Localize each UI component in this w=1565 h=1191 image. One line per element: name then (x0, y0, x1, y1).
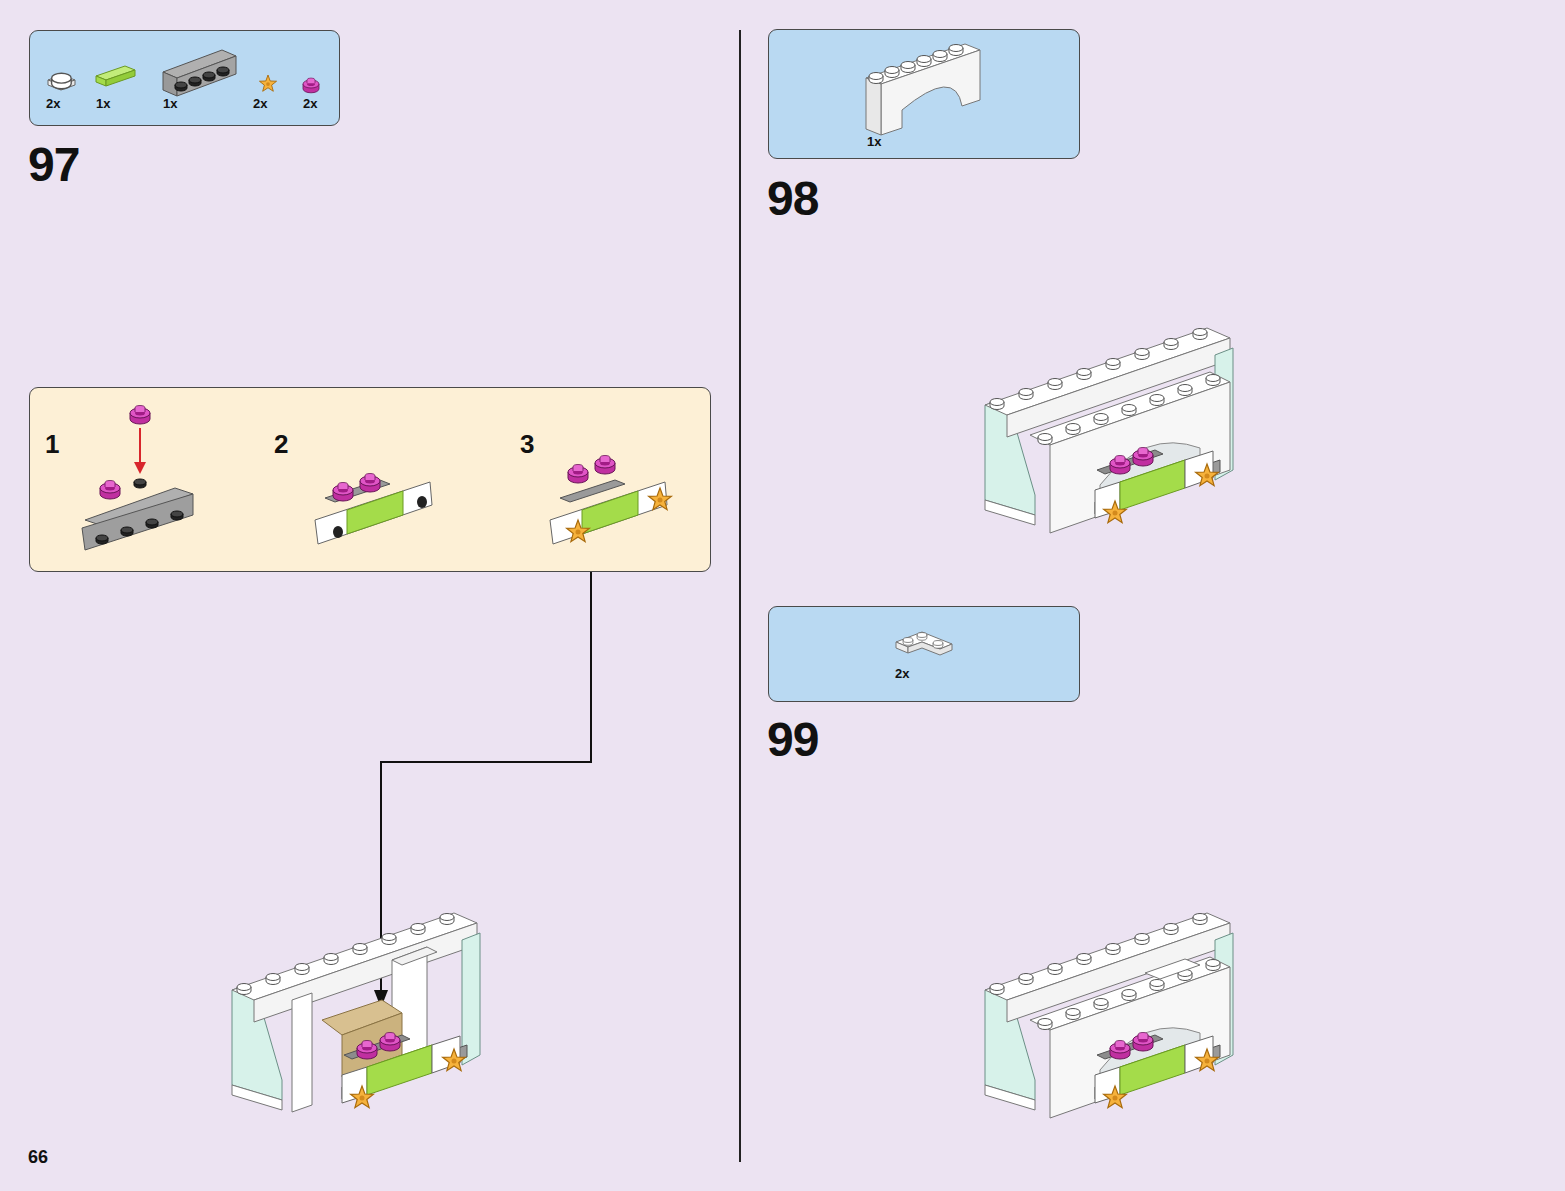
illustration-shape (1095, 1033, 1220, 1108)
substep-drawings (82, 406, 671, 551)
illustration-shape (217, 67, 229, 76)
illustration-shape (595, 456, 615, 475)
parts-icons (48, 50, 319, 96)
part-quantity: 2x (303, 97, 317, 110)
illustration-shape (1030, 957, 1230, 1118)
illustration-shape (171, 511, 183, 520)
illustration-shape (917, 56, 931, 67)
arch-part-icon (866, 44, 980, 135)
illustration-shape (582, 491, 638, 534)
illustration-shape (333, 483, 353, 502)
illustration-shape (568, 465, 588, 484)
part-quantity: 1x (867, 135, 881, 148)
illustration-shape (392, 947, 437, 965)
page-number: 66 (28, 1148, 48, 1166)
illustration-shape (567, 520, 590, 542)
substep-number: 1 (45, 431, 59, 457)
illustration-shape (96, 535, 108, 544)
illustration-shape (203, 72, 215, 81)
part-quantity: 2x (253, 97, 267, 110)
illustration-shape (933, 51, 947, 62)
step-number: 97 (28, 141, 79, 189)
step-number: 99 (767, 716, 818, 764)
model-step-99 (985, 913, 1233, 1118)
illustration-shape (949, 45, 963, 56)
illustration-shape (130, 406, 150, 425)
illustration-shape (121, 527, 133, 536)
illustration-shape (259, 75, 276, 91)
illustration-shape (901, 62, 915, 73)
illustration-shape (100, 481, 120, 500)
page-divider (739, 30, 741, 1162)
illustration-shape (360, 474, 380, 493)
illustration-shape (96, 76, 106, 86)
illustration-shape (885, 67, 899, 78)
part-quantity: 1x (96, 97, 110, 110)
part-quantity: 1x (163, 97, 177, 110)
illustration-shape (869, 73, 883, 84)
illustration-shape (1145, 959, 1200, 979)
substep-number: 2 (274, 431, 288, 457)
illustration-shape (175, 82, 187, 91)
illustration-shape (1095, 448, 1220, 523)
illustration-shape (903, 638, 913, 646)
model-step-97 (232, 913, 480, 1112)
illustration-shape (917, 633, 927, 641)
illustration-shape (232, 913, 480, 1110)
illustration-shape (139, 428, 141, 466)
illustration-shape (342, 1033, 467, 1108)
illustration-shape (1030, 372, 1230, 533)
illustration-shape (134, 479, 146, 488)
illustration-shape (866, 78, 881, 135)
illustration-shape (303, 78, 319, 93)
illustration-shape (292, 993, 312, 1112)
parts-list-box: 2x (768, 606, 1080, 702)
step-number: 98 (767, 175, 818, 223)
illustration-shape (881, 50, 980, 135)
illustration-shape (933, 641, 943, 649)
part-quantity: 2x (895, 667, 909, 680)
part-quantity: 2x (46, 97, 60, 110)
illustration-shape (52, 73, 72, 88)
illustration-shape (146, 519, 158, 528)
illustration-shape (550, 482, 667, 544)
model-step-98 (985, 328, 1233, 533)
illustration-shape (134, 462, 146, 474)
illustration-shape (189, 77, 201, 86)
substep-number: 3 (520, 431, 534, 457)
illustration-shape (560, 480, 625, 502)
illustration-shape (908, 642, 952, 655)
illustration-shape (82, 494, 193, 550)
corner-plate-icon (896, 632, 952, 655)
illustration-shape (333, 526, 343, 538)
illustration-shape (417, 496, 427, 508)
illustration-shape (347, 491, 403, 534)
illustration-shape (649, 488, 672, 510)
illustration-shape (106, 70, 135, 86)
